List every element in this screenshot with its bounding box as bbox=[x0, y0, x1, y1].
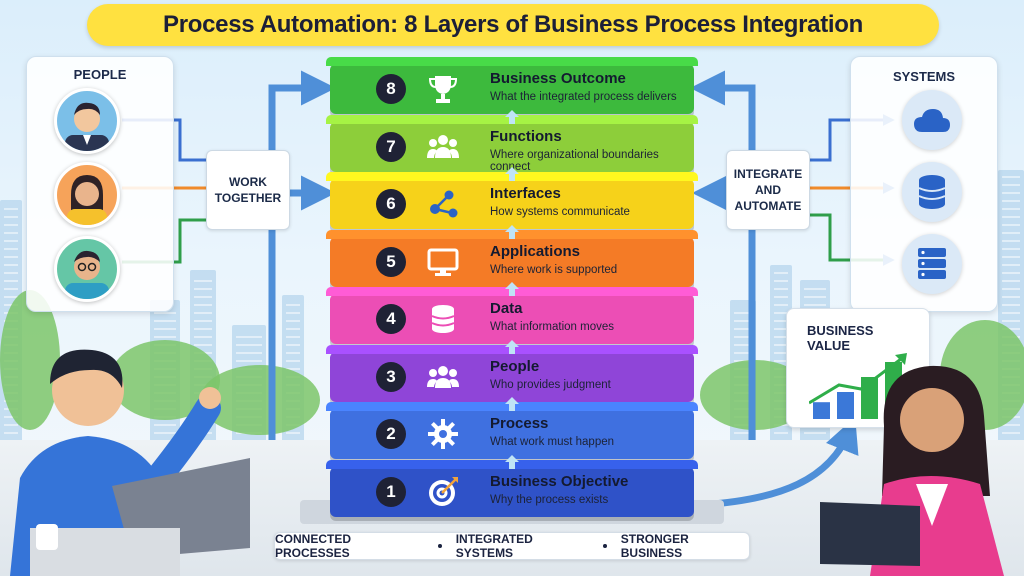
integrate-automate-label: INTEGRATE AND AUTOMATE bbox=[726, 150, 810, 230]
layer-number: 4 bbox=[376, 304, 406, 334]
layer-number: 8 bbox=[376, 74, 406, 104]
layer-subtitle: Where work is supported bbox=[490, 263, 618, 276]
layer-subtitle: What the integrated process delivers bbox=[490, 91, 677, 103]
up-arrow-icon bbox=[505, 109, 519, 124]
man-with-laptop-illustration bbox=[10, 349, 250, 576]
business-value-label: BUSINESS VALUE bbox=[807, 323, 874, 353]
layer-number: 6 bbox=[376, 189, 406, 219]
up-arrow-icon bbox=[505, 282, 519, 296]
footer-separator bbox=[437, 544, 442, 548]
trend-arrow-icon bbox=[895, 353, 907, 365]
layer-number: 3 bbox=[376, 361, 406, 392]
people-heading: PEOPLE bbox=[73, 67, 127, 82]
footer-separator bbox=[602, 544, 607, 548]
gear-icon bbox=[426, 417, 460, 451]
people-icon bbox=[426, 360, 460, 394]
layer-number: 7 bbox=[376, 131, 406, 162]
layer-title: Functions bbox=[490, 127, 562, 145]
footer-bar: CONNECTED PROCESSES INTEGRATED SYSTEMS S… bbox=[274, 532, 750, 560]
work-together-label: WORK TOGETHER bbox=[206, 150, 290, 230]
footer-item-connected-processes: CONNECTED PROCESSES bbox=[275, 532, 352, 560]
layer-subtitle: What work must happen bbox=[490, 436, 615, 448]
footer-item-integrated-systems: INTEGRATED SYSTEMS bbox=[455, 532, 533, 560]
layer-title: Process bbox=[490, 415, 549, 432]
server-icon bbox=[902, 234, 962, 294]
man-avatar bbox=[54, 88, 120, 154]
up-arrow-icon bbox=[505, 397, 519, 411]
layer-title: Business Objective bbox=[490, 472, 629, 490]
woman-with-laptop-illustration bbox=[820, 365, 1004, 576]
layer-number: 2 bbox=[376, 419, 406, 449]
systems-heading: SYSTEMS bbox=[892, 69, 956, 84]
trophy-icon bbox=[426, 72, 460, 106]
up-arrow-icon bbox=[505, 224, 519, 239]
layer-title: People bbox=[490, 357, 540, 375]
layer-subtitle: Who provides judgment bbox=[490, 378, 611, 391]
footer-item-stronger-business: STRONGER BUSINESS bbox=[620, 532, 689, 560]
layer-title: Data bbox=[490, 300, 523, 317]
layer-number: 1 bbox=[376, 476, 406, 507]
share-nodes-icon bbox=[426, 187, 460, 221]
up-arrow-icon bbox=[505, 339, 519, 354]
value-bar bbox=[837, 392, 854, 419]
man-glasses-avatar bbox=[54, 236, 120, 302]
background-bush bbox=[0, 290, 60, 430]
woman-avatar bbox=[54, 162, 120, 228]
database-icon bbox=[426, 302, 460, 336]
layer-title: Applications bbox=[490, 242, 581, 260]
group-icon bbox=[426, 130, 460, 164]
layer-subtitle: Why the process exists bbox=[490, 493, 609, 506]
monitor-icon bbox=[426, 245, 460, 279]
database-icon bbox=[902, 162, 962, 222]
up-arrow-icon bbox=[505, 167, 519, 181]
layer-title: Interfaces bbox=[490, 185, 561, 202]
layer-subtitle: What information moves bbox=[490, 321, 614, 333]
page-title: Process Automation: 8 Layers of Business… bbox=[87, 4, 939, 46]
trend-line bbox=[809, 357, 902, 405]
cloud-icon bbox=[902, 90, 962, 150]
layer-subtitle: Where organizational boundaries connect bbox=[490, 148, 659, 173]
layer-subtitle: How systems communicate bbox=[490, 206, 630, 218]
layer-number: 5 bbox=[376, 246, 406, 277]
value-bar bbox=[813, 402, 830, 419]
target-icon bbox=[426, 475, 460, 509]
layer-title: Business Outcome bbox=[490, 70, 626, 87]
up-arrow-icon bbox=[505, 454, 519, 469]
